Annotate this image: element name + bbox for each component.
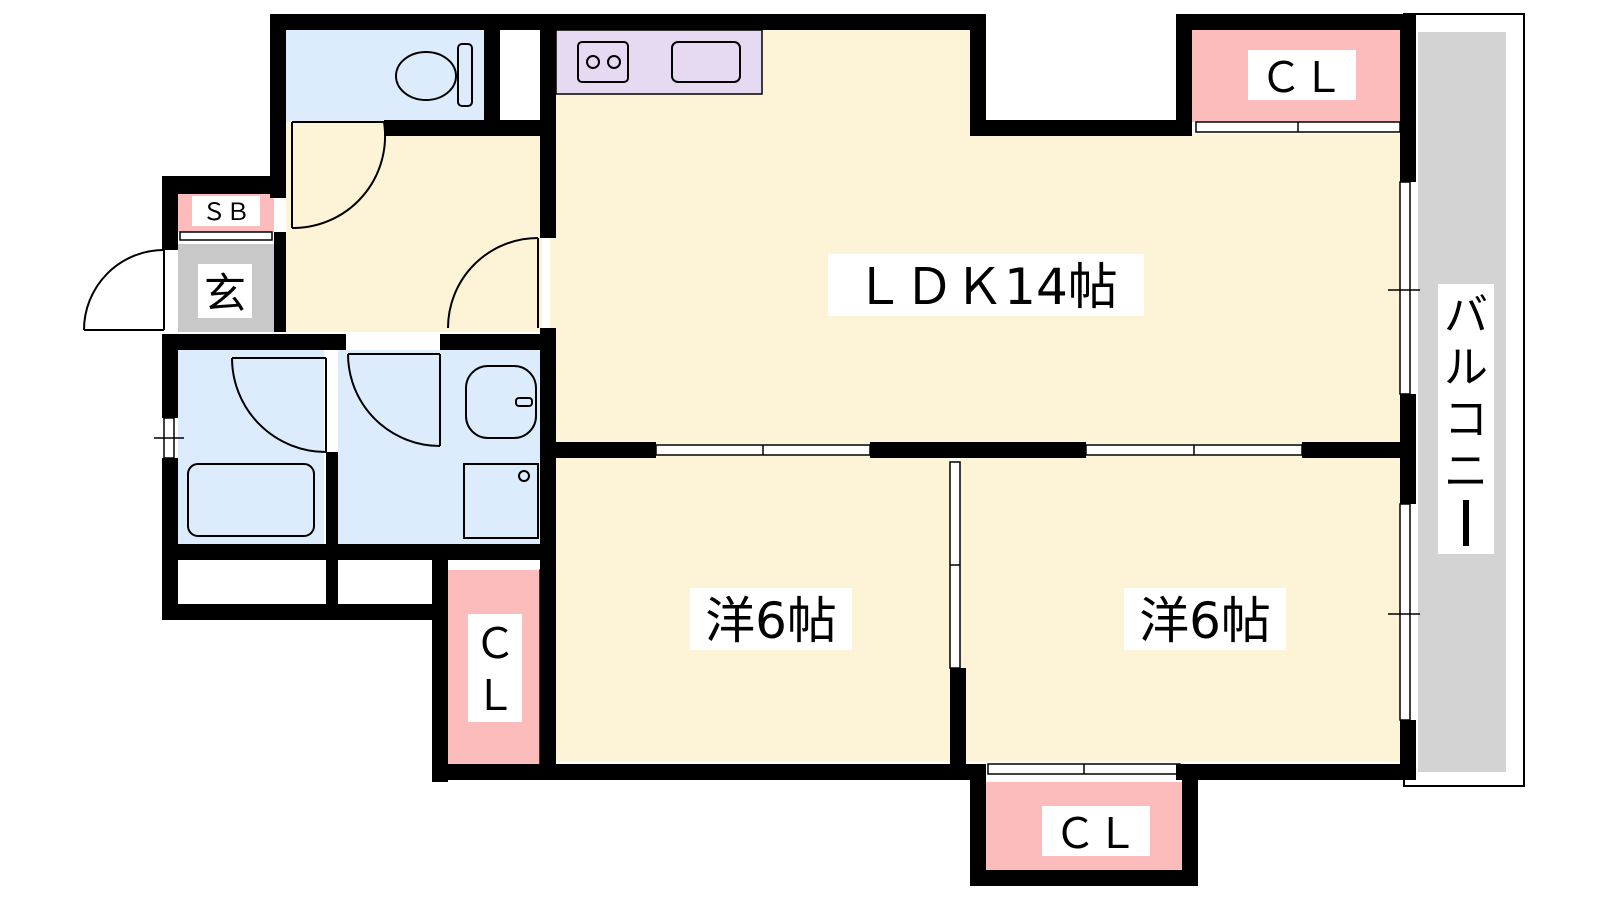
window-west2 <box>1399 503 1411 721</box>
wall-left-upper <box>270 14 286 198</box>
closet-bottom-label: ＣＬ <box>1054 809 1138 858</box>
toilet-door <box>291 121 387 230</box>
wall-top-right <box>1176 14 1416 30</box>
wall-wet-left-low <box>162 458 178 620</box>
closet-left-label-c: Ｃ <box>474 619 516 668</box>
stove-icon <box>577 41 629 83</box>
wall-sb-left <box>162 176 178 250</box>
balcony-label-3: コ <box>1444 394 1488 445</box>
bathtub-icon <box>187 463 315 537</box>
window-ldk <box>1399 181 1411 395</box>
closet-left-label-bg <box>468 614 522 722</box>
wall-bottom-right <box>1176 764 1416 780</box>
western-room-2-label: 洋6帖 <box>1139 592 1271 650</box>
ldk-door <box>447 237 539 329</box>
balcony-label-1: バ <box>1444 290 1488 341</box>
wall-wet-top-left <box>162 334 346 350</box>
wash-basin-icon <box>465 365 537 439</box>
hallway-floor <box>286 122 542 332</box>
closet-top-label-bg <box>1248 50 1356 100</box>
wall-top-left <box>270 14 986 30</box>
wall-entrance-right <box>274 232 286 332</box>
wall-closet-bottom-right <box>1182 764 1198 886</box>
wall-wet-top-right <box>440 334 556 350</box>
wall-hall-ldk <box>540 14 556 238</box>
wall-storage-bottom <box>162 604 448 620</box>
balcony-label-2: ル <box>1444 342 1488 393</box>
wall-sb-top <box>162 176 286 194</box>
wall-ldk-notch-v <box>970 14 986 136</box>
shoe-box-label-bg <box>192 196 260 226</box>
toilet-icon <box>395 43 473 107</box>
wall-closet-top-left <box>1176 14 1192 136</box>
wall-right <box>1400 14 1416 182</box>
walls <box>162 14 1416 886</box>
wall-closet-bottom-bottom <box>970 870 1198 886</box>
ldk-label-bg <box>828 254 1144 316</box>
doors <box>83 121 539 453</box>
wall-ldk-divider-3 <box>1302 442 1416 458</box>
closet-top-label: ＣＬ <box>1260 53 1344 102</box>
wall-bottom-left <box>432 764 986 780</box>
wall-toilet-bottom <box>384 120 556 136</box>
entrance-label: 玄 <box>204 269 246 318</box>
washing-machine-icon <box>463 463 539 539</box>
bath-door <box>231 357 327 453</box>
wall-toilet-right <box>484 14 500 122</box>
balcony-label-4: ニ <box>1444 446 1488 497</box>
wall-right-bottom <box>1400 720 1416 776</box>
wall-closet-bottom-left <box>970 764 986 886</box>
kitchen-sink-icon <box>671 41 741 83</box>
wall-ldk-divider-1 <box>540 442 656 458</box>
front-door <box>83 249 165 331</box>
wall-wet-bottom <box>162 544 556 560</box>
wall-ldk-notch-h <box>970 120 1192 136</box>
western-room-1-label: 洋6帖 <box>705 592 837 650</box>
western-room-1-label-bg <box>690 588 852 650</box>
wall-wet-left <box>162 334 178 418</box>
fixtures <box>187 41 741 539</box>
wall-ldk-divider-2 <box>870 442 1086 458</box>
wall-bath-wash <box>326 452 338 620</box>
balcony-label-5 <box>1463 500 1469 546</box>
wall-closet-left-left <box>432 560 448 782</box>
shoe-box-label: ＳＢ <box>202 198 250 226</box>
western-room-2-label-bg <box>1124 588 1286 650</box>
ldk-label: ＬＤＫ14帖 <box>854 258 1118 316</box>
wall-west-divider <box>950 668 966 776</box>
washroom-door <box>347 353 441 447</box>
shoe-box-door <box>179 231 273 241</box>
closet-bottom-label-bg <box>1042 806 1150 856</box>
closet-left-label-l: Ｌ <box>474 671 516 720</box>
entrance-label-bg <box>198 264 252 318</box>
room-labels: ＬＤＫ14帖 洋6帖 洋6帖 ＣＬ ＣＬ Ｃ Ｌ 玄 ＳＢ バ ル コ ニ <box>192 50 1494 858</box>
ldk-floor <box>550 30 1400 444</box>
